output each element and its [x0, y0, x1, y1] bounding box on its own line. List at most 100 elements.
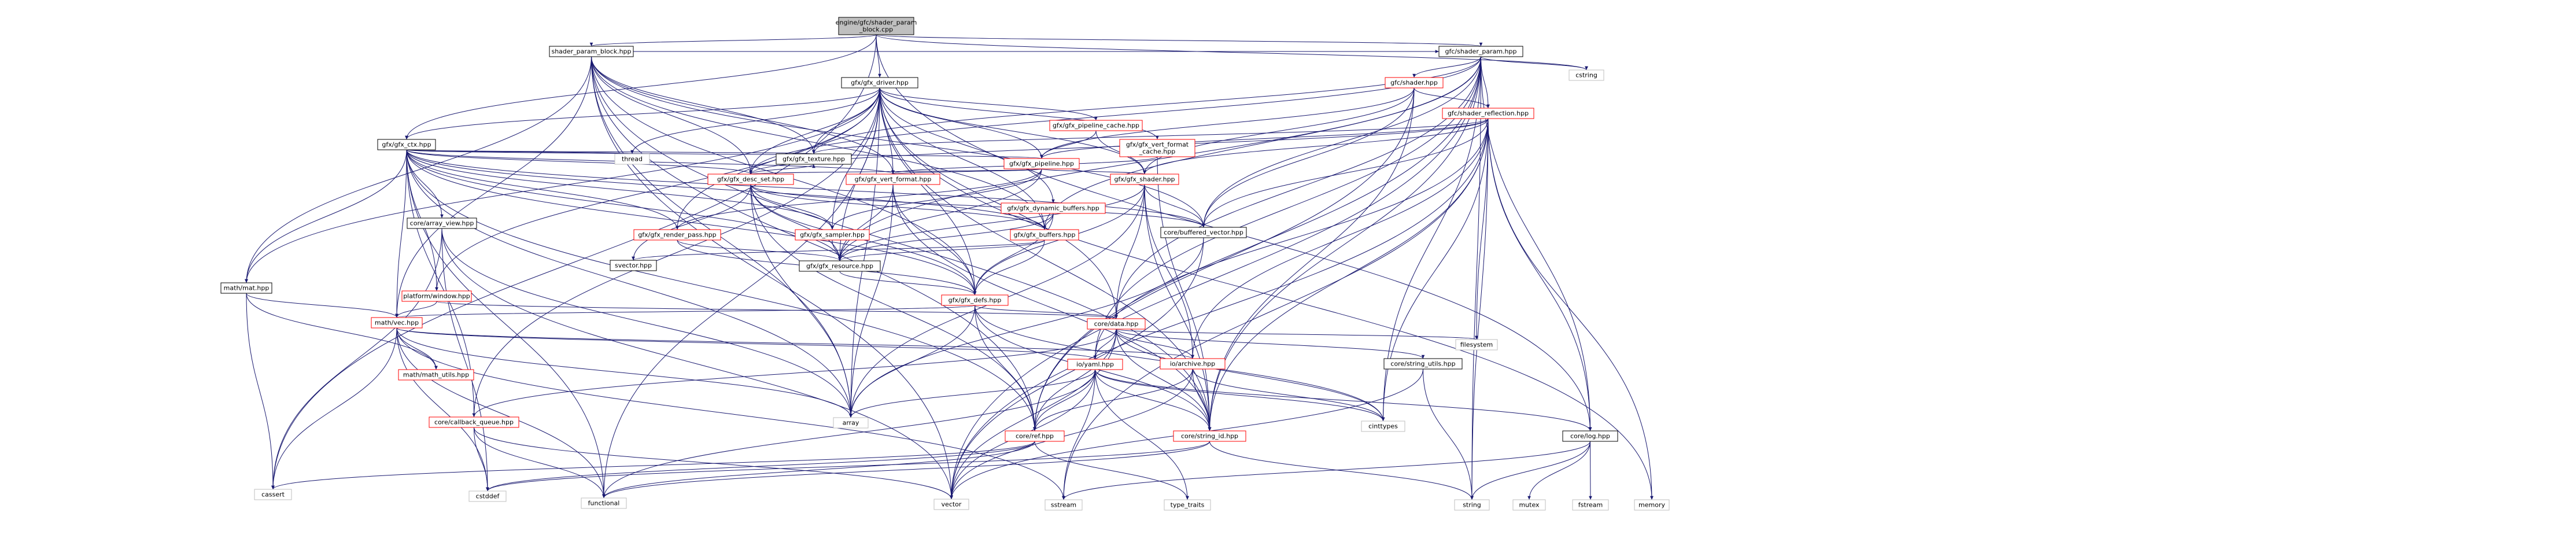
node-filesystem[interactable]: filesystem [1455, 339, 1498, 351]
node-pipeline[interactable]: gfx/gfx_pipeline.hpp [1003, 158, 1080, 169]
node-box [1110, 174, 1179, 185]
edge-shrefl-to-yaml [1093, 118, 1489, 360]
node-arrayview[interactable]: core/array_view.hpp [407, 217, 477, 229]
node-label: gfx/gfx_ctx.hpp [382, 141, 431, 149]
node-string[interactable]: string [1454, 499, 1490, 511]
node-gfxshader[interactable]: gfx/gfx_shader.hpp [1110, 174, 1179, 185]
node-svector[interactable]: svector.hpp [610, 260, 657, 271]
node-memory[interactable]: memory [1634, 499, 1670, 511]
node-log[interactable]: core/log.hpp [1562, 430, 1618, 442]
node-gfxctx[interactable]: gfx/gfx_ctx.hpp [377, 139, 436, 150]
edge-gfxdriver-to-mathmat [245, 87, 880, 283]
node-dynbuf[interactable]: gfx/gfx_dynamic_buffers.hpp [1001, 202, 1106, 214]
node-mathvec[interactable]: math/vec.hpp [371, 317, 423, 329]
edge-coredata-to-strutils [1116, 329, 1425, 359]
node-box [581, 497, 627, 509]
edge-pcache-to-pipeline [1040, 130, 1097, 159]
edge-coredata-to-archive [1116, 329, 1194, 359]
edge-descset-to-texture [750, 164, 815, 175]
node-gfcshader[interactable]: gfc/shader.hpp [1385, 77, 1444, 88]
node-archive[interactable]: io/archive.hpp [1160, 358, 1226, 370]
edge-vfcache-to-strid [1157, 156, 1212, 431]
edge-mathmat-to-cassert [246, 293, 275, 490]
node-label: gfc/shader_reflection.hpp [1448, 110, 1529, 117]
edge-yaml-to-functional [602, 369, 1095, 499]
edge-root-to-gfxctx [405, 34, 877, 140]
node-thread[interactable]: thread [614, 153, 650, 165]
node-box [1454, 499, 1490, 511]
node-sampler[interactable]: gfx/gfx_sampler.hpp [795, 229, 870, 241]
node-label: gfx/gfx_vert_format [1126, 141, 1189, 149]
node-window[interactable]: platform/window.hpp [401, 290, 472, 302]
edge-gsp-to-resource [838, 56, 1481, 261]
node-mathutils[interactable]: math/math_utils.hpp [398, 369, 474, 381]
node-typetraits[interactable]: type_traits [1164, 499, 1211, 511]
node-array[interactable]: array [833, 417, 869, 429]
node-cstring[interactable]: cstring [1569, 69, 1604, 81]
node-fstream[interactable]: fstream [1572, 499, 1609, 511]
node-resource[interactable]: gfx/gfx_resource.hpp [799, 260, 881, 272]
node-label: core/ref.hpp [1016, 433, 1054, 440]
node-label: _block.cpp [859, 26, 893, 34]
node-box [401, 290, 472, 302]
edge-shrefl-to-filesystem [1475, 118, 1489, 340]
node-box [1572, 499, 1609, 511]
edge-gfxshader-to-bufvec [1144, 184, 1205, 228]
node-descset[interactable]: gfx/gfx_desc_set.hpp [707, 174, 794, 185]
node-gfxdriver[interactable]: gfx/gfx_driver.hpp [841, 77, 918, 88]
node-label: core/array_view.hpp [410, 220, 474, 227]
node-box [633, 229, 721, 241]
node-ref[interactable]: core/ref.hpp [1005, 430, 1065, 442]
node-label: type_traits [1171, 501, 1205, 509]
edge-gsp-to-strid [1208, 56, 1481, 431]
node-cbqueue[interactable]: core/callback_queue.hpp [429, 416, 519, 428]
node-box [846, 174, 940, 185]
edge-gsp-to-bufvec [1202, 56, 1481, 228]
node-buffers[interactable]: gfx/gfx_buffers.hpp [1010, 229, 1079, 241]
node-gsp[interactable]: gfc/shader_param.hpp [1438, 46, 1523, 57]
node-vfcache[interactable]: gfx/gfx_vert_format_cache.hpp [1119, 139, 1195, 157]
node-box [1569, 69, 1604, 81]
node-cstddef[interactable]: cstddef [468, 490, 507, 502]
edge-dynbuf-to-gfxdefs [973, 213, 1054, 296]
node-functional[interactable]: functional [581, 497, 627, 509]
node-texture[interactable]: gfx/gfx_texture.hpp [776, 153, 852, 165]
node-cinttypes[interactable]: cinttypes [1361, 420, 1405, 432]
edge-shrefl-to-cinttypes [1381, 118, 1489, 422]
node-mathmat[interactable]: math/mat.hpp [220, 282, 272, 294]
node-coredata[interactable]: core/data.hpp [1087, 318, 1146, 330]
node-mutex[interactable]: mutex [1512, 499, 1546, 511]
node-label: memory [1638, 501, 1665, 509]
node-renderpass[interactable]: gfx/gfx_render_pass.hpp [633, 229, 721, 241]
edge-archive-to-strid [1192, 368, 1212, 431]
node-strutils[interactable]: core/string_utils.hpp [1383, 358, 1463, 370]
edge-shrefl-to-archive [1191, 118, 1489, 359]
node-box [549, 46, 634, 57]
node-vertfmt[interactable]: gfx/gfx_vert_format.hpp [846, 174, 940, 185]
node-box [254, 489, 292, 500]
edge-coredata-to-cinttypes [1116, 329, 1385, 422]
node-spb[interactable]: shader_param_block.hpp [549, 46, 634, 57]
edge-gfxdriver-to-gfxshader [879, 87, 1146, 175]
node-yaml[interactable]: io/yaml.hpp [1067, 359, 1123, 370]
edge-spb-to-descset [591, 56, 752, 175]
node-sstream[interactable]: sstream [1045, 499, 1083, 511]
node-bufvec[interactable]: core/buffered_vector.hpp [1160, 227, 1247, 238]
node-cassert[interactable]: cassert [254, 489, 292, 500]
node-label: thread [622, 156, 643, 163]
node-box [468, 490, 507, 502]
edge-root-to-cstring [876, 34, 1588, 71]
edge-mathvec-to-archive [396, 327, 1194, 359]
node-label: sstream [1051, 501, 1076, 509]
node-gfxdefs[interactable]: gfx/gfx_defs.hpp [941, 294, 1009, 306]
node-strid[interactable]: core/string_id.hpp [1173, 430, 1246, 442]
node-pcache[interactable]: gfx/gfx_pipeline_cache.hpp [1049, 120, 1143, 131]
node-shrefl[interactable]: gfc/shader_reflection.hpp [1442, 108, 1534, 119]
node-vector[interactable]: vector [933, 499, 969, 510]
edge-spb-to-bufvec [591, 56, 1205, 228]
edge-spb-to-mathvec [395, 56, 592, 318]
edge-arrayview-to-cassert [271, 228, 442, 490]
edge-spb-to-vertfmt [591, 56, 895, 175]
node-label: gfx/gfx_driver.hpp [851, 79, 909, 87]
node-label: gfx/gfx_desc_set.hpp [717, 176, 784, 183]
